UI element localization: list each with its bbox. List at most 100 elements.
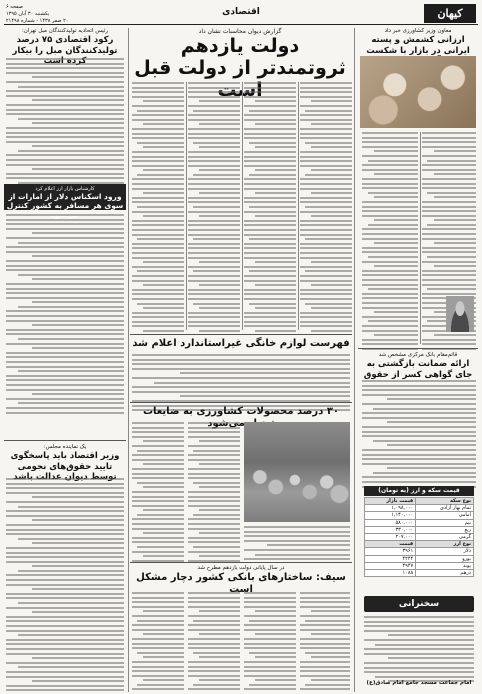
divider [4,440,126,441]
left-top-text [6,58,124,187]
coins-cell-price: ۱۰۸۸ [363,568,417,578]
coins-cell-price: ۵۸۰,۰۰۰ [363,518,417,527]
issue-number: ۲۰ صفر ۱۴۳۸ - شماره ۲۱۴۹۸ [6,18,69,24]
coins-cell-name: درهم [415,568,474,578]
bottom-kicker: در سال پایانی دولت یازدهم مطرح شد [197,565,285,571]
main-kicker: گزارش دیوان محاسبات نشان داد [198,28,282,35]
newspaper-logo[interactable]: کیهان [424,4,476,23]
bottom-headline: در سال پایانی دولت یازدهم مطرح شد سیف: س… [130,565,352,596]
bottom-text-col1 [300,592,350,693]
coins-cell-price: ۲۰۷,۰۰۰ [363,532,417,542]
main-headline: گزارش دیوان محاسبات نشان داد دولت یازدهم… [126,28,354,101]
issue-date: یکشنبه ۳۰ آبان ۱۳۹۵ [6,11,50,17]
main-text-col2 [244,82,296,335]
main-title-line1: دولت یازدهم [180,35,300,57]
left-bottom-headline: یک نماینده مجلس: وزیر اقتصاد باید پاسخگو… [4,444,126,483]
coins-cell-name: پوند [415,561,474,570]
coins-cell-price: ۱,۱۴۰,۰۰۰ [363,511,417,520]
photo-headline: ۳۰ درصد محصولات کشاورزی به ضایعات تبدیل … [142,406,340,429]
coins-unit: (به تومان) [378,487,409,494]
left-box-headline: کارشناس بازار ارز اعلام کرد ورود اسکناس … [4,184,126,219]
bottom-text-col2 [244,592,296,693]
coins-cell-name: گرمی [415,532,474,542]
coins-cell-price: ۳۳۰,۰۰۰ [363,525,417,534]
bottom-title: سیف: ساختارهای بانکی کشور دچار مشکل است [136,572,346,595]
coins-cell-name: امامی [415,511,474,520]
divider [130,402,352,403]
coins-title-bar: قیمت سکه و ارز (به تومان) [364,486,474,496]
sub-headline-text [132,354,350,414]
orchard-photo [244,422,350,522]
coins-cell-price: ۱,۰۹۸,۰۰۰ [363,504,417,513]
photo-caption-text [244,526,350,563]
left-box-text [6,214,124,416]
coins-cell-price: قیمت [363,540,417,549]
pistachio-photo [360,56,476,128]
left-box-kicker: کارشناس بازار ارز اعلام کرد [35,186,95,192]
speech-banner: سخنرانی [364,596,474,612]
coins-cell-name: نوع سکه [415,496,474,506]
coins-cell-price: ۴۲۴۴ [363,554,417,563]
coins-cell-price: قیمت بازار [363,496,417,506]
left-top-title: رکود اقتصادی ۷۵ درصد تولیدکنندگان مبل را… [12,35,118,66]
coins-cell-name: نیم [415,518,474,527]
page-header: کیهان اقتصادی صفحه ۶ یکشنبه ۳۰ آبان ۱۳۹۵… [4,3,478,25]
main-text-col3 [188,82,240,335]
right-mid-headline: قائم‌مقام بانک مرکزی مشخص شد ارائه ضمانت… [358,352,478,380]
speech-text [364,616,474,685]
divider [358,348,478,349]
divider [242,82,243,330]
coins-cell-name: تمام بهار آزادی [415,504,474,513]
right-text-col2 [362,132,418,353]
bottom-text-col3 [188,592,240,693]
right-mid-text [362,380,476,490]
left-bottom-kicker: یک نماینده مجلس: [43,444,87,450]
divider [130,562,352,563]
coins-cell-price: ۳۹۶۱ [363,547,417,556]
main-title-line2: ثروتمندتر از دولت قبل است [134,57,346,101]
main-text-col4 [132,82,184,335]
footer-notice: امام جماعت مسجد جامع امام صادق(ع) [366,680,472,686]
photo-text-col1 [188,422,240,564]
section-title: اقتصادی [222,7,260,17]
right-top-kicker: معاون وزیر کشاورزی خبر داد [384,28,452,34]
coins-cell-name: نوع ارز [415,540,474,549]
issue-info: صفحه ۶ یکشنبه ۳۰ آبان ۱۳۹۵ ۲۰ صفر ۱۴۳۸ -… [6,4,106,25]
divider [298,82,299,330]
divider [130,334,352,335]
sub-headline: فهرست لوازم خانگی غیراستاندارد اعلام شد [132,338,350,349]
right-mid-kicker: قائم‌مقام بانک مرکزی مشخص شد [378,352,458,358]
issue-page: صفحه ۶ [6,4,23,10]
divider [420,132,421,344]
coins-cell-name: ربع [415,525,474,534]
coins-cell-price: ۴۹۴۷ [363,561,417,570]
left-bottom-title: وزیر اقتصاد باید پاسخگوی تایید حقوق‌های … [10,451,120,482]
divider [128,28,129,692]
divider [186,82,187,330]
main-text-col1 [300,82,352,335]
coins-cell-name: یورو [415,554,474,563]
coins-cell-name: دلار [415,547,474,556]
left-top-headline: رئیس اتحادیه تولیدکنندگان مبل تهران: رکو… [4,28,126,67]
left-bottom-text [6,478,124,694]
official-portrait [446,296,474,332]
photo-text-col2 [132,422,184,564]
divider [354,28,355,692]
left-top-kicker: رئیس اتحادیه تولیدکنندگان مبل تهران: [21,28,109,34]
bottom-text-col4 [132,592,184,693]
right-mid-title: ارائه ضمانت بازگشتی به جای گواهی کسر از … [363,359,473,380]
coins-title: قیمت سکه و ارز [410,487,460,494]
